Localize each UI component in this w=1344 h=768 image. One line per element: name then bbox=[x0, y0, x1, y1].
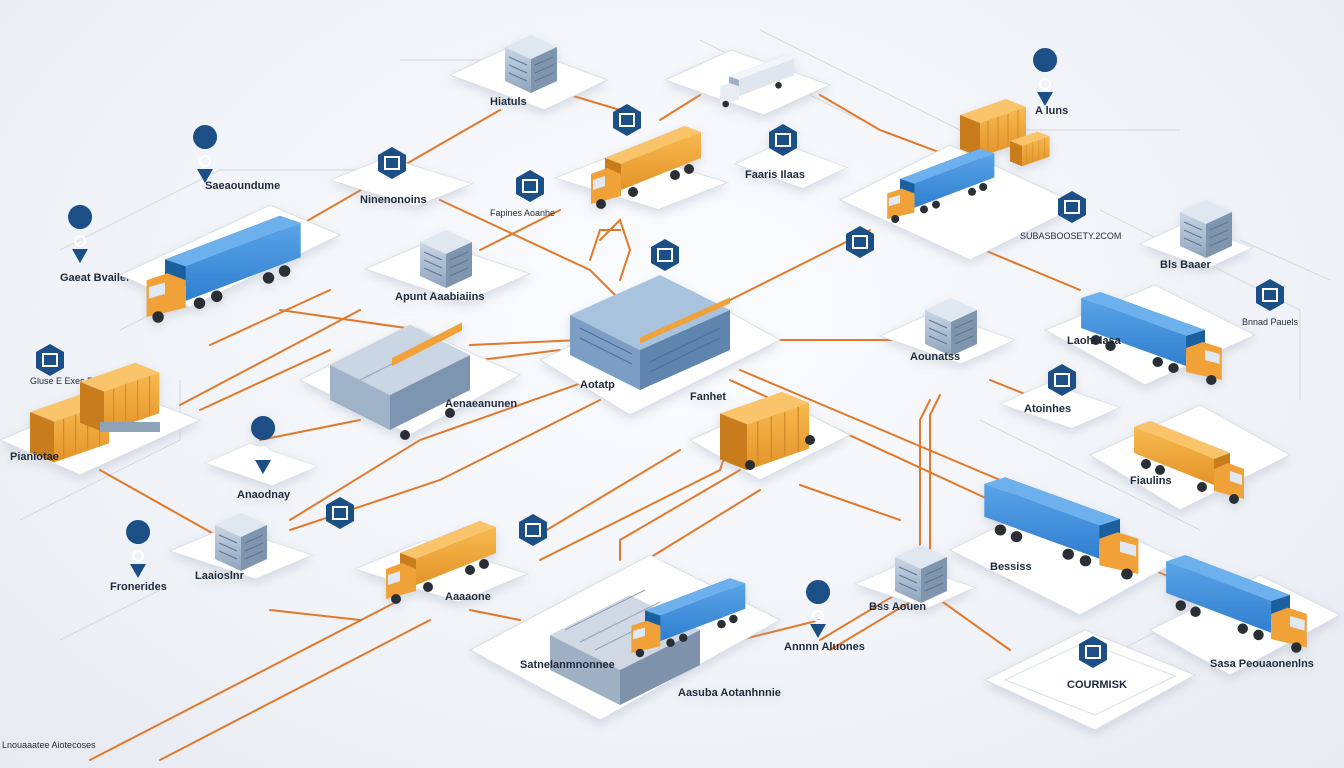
svg-text:Laaioslnr: Laaioslnr bbox=[195, 570, 245, 582]
svg-text:COURMISK: COURMISK bbox=[1067, 679, 1127, 691]
svg-text:Anaodnay: Anaodnay bbox=[237, 489, 291, 501]
location-pin-icon bbox=[1032, 47, 1059, 107]
node-left-server-bottom[interactable]: Laaioslnr bbox=[169, 512, 313, 582]
footer-text: Lnouaaatee Aiotecoses bbox=[2, 740, 96, 750]
node-truck-mid-top[interactable] bbox=[554, 126, 729, 211]
svg-text:A luns: A luns bbox=[1035, 105, 1068, 117]
svg-text:Annnn Aluones: Annnn Aluones bbox=[784, 641, 865, 653]
svg-text:Fanhet: Fanhet bbox=[690, 391, 726, 403]
node-left-money[interactable]: Gaeat Bvailer bbox=[60, 204, 131, 284]
svg-text:Aaaaone: Aaaaone bbox=[445, 591, 491, 603]
node-right-server-mid[interactable]: Aounatss bbox=[879, 297, 1016, 365]
node-top-server[interactable]: Hiatuls bbox=[449, 34, 609, 111]
svg-text:Aotatp: Aotatp bbox=[580, 379, 615, 391]
node-right-truck-group-label: SUBASBOOSETY.2COM bbox=[1020, 190, 1121, 241]
network-connections bbox=[89, 94, 1201, 761]
node-warehouse-bottom[interactable]: Satnelanmnonnee Aasuba Aotanhnnie bbox=[468, 554, 782, 721]
badge-left-mid[interactable] bbox=[325, 496, 355, 530]
svg-text:Ninenonoins: Ninenonoins bbox=[360, 194, 427, 206]
node-left-top-icon[interactable]: Saeaoundume bbox=[192, 124, 280, 192]
svg-text:Fapines Aoanhe: Fapines Aoanhe bbox=[490, 208, 555, 218]
node-server-cluster-center[interactable]: Apunt Aaabiaiins bbox=[364, 229, 531, 303]
svg-text:Bls Baaer: Bls Baaer bbox=[1160, 259, 1211, 271]
node-left-cloud[interactable]: Anaodnay bbox=[204, 415, 318, 501]
badge-center-mid[interactable] bbox=[518, 513, 548, 547]
document-icon bbox=[1255, 278, 1285, 312]
svg-text:Bss Aouen: Bss Aouen bbox=[869, 601, 926, 613]
svg-text:Bessiss: Bessiss bbox=[990, 561, 1032, 573]
svg-text:Atoinhes: Atoinhes bbox=[1024, 403, 1071, 415]
node-truck-bottom-center[interactable]: Aaaaone bbox=[354, 521, 529, 604]
node-right-truck-big[interactable]: Bessiss bbox=[948, 477, 1182, 616]
svg-text:Apunt Aaabiaiins: Apunt Aaabiaiins bbox=[395, 291, 484, 303]
label-top-server: Hiatuls bbox=[490, 96, 527, 108]
node-left-blue-truck[interactable] bbox=[118, 204, 342, 323]
node-truck-mid-top-label: Fapines Aoanhe bbox=[490, 169, 555, 218]
svg-text:Laohelasa: Laohelasa bbox=[1067, 335, 1122, 347]
svg-text:Aounatss: Aounatss bbox=[910, 351, 960, 363]
badge-center-top[interactable] bbox=[650, 238, 680, 272]
node-bottom-right-icon[interactable]: COURMISK bbox=[983, 629, 1197, 731]
svg-text:Bnnad Pauels: Bnnad Pauels bbox=[1242, 317, 1299, 327]
node-right-truck-blue[interactable]: Laohelasa bbox=[1043, 284, 1257, 386]
location-pin-icon bbox=[805, 579, 832, 639]
node-hub[interactable]: Aotatp Fanhet bbox=[538, 275, 782, 416]
node-left-money-bottom[interactable]: Fronerides bbox=[110, 519, 167, 593]
node-truck-top-center[interactable]: Faaris Ilaas bbox=[734, 123, 848, 189]
svg-text:Fronerides: Fronerides bbox=[110, 581, 167, 593]
svg-text:SUBASBOOSETY.2COM: SUBASBOOSETY.2COM bbox=[1020, 231, 1121, 241]
svg-text:Aasuba Aotanhnnie: Aasuba Aotanhnnie bbox=[678, 687, 781, 699]
node-right-doc-icon[interactable]: Bnnad Pauels bbox=[1242, 278, 1299, 327]
dollar-pin-icon bbox=[125, 519, 152, 579]
node-right-icon-mid[interactable]: Atoinhes bbox=[999, 363, 1121, 429]
svg-text:Gaeat Bvailer: Gaeat Bvailer bbox=[60, 272, 131, 284]
svg-text:Pianiotae: Pianiotae bbox=[10, 451, 59, 463]
node-container-center[interactable] bbox=[688, 391, 852, 481]
svg-text:Fiaulins: Fiaulins bbox=[1130, 475, 1172, 487]
svg-text:Faaris Ilaas: Faaris Ilaas bbox=[745, 169, 805, 181]
svg-text:Satnelanmnonnee: Satnelanmnonnee bbox=[520, 659, 615, 671]
svg-text:Saeaoundume: Saeaoundume bbox=[205, 180, 280, 192]
node-right-truck-orange[interactable]: Fiaulins bbox=[1088, 404, 1292, 511]
node-bottom-right-truck[interactable]: Sasa Peouaonenlns bbox=[1148, 555, 1342, 676]
node-server-icon-top[interactable]: Ninenonoins bbox=[329, 146, 473, 207]
node-top-right-icon[interactable]: A luns bbox=[1032, 47, 1068, 117]
svg-text:Aenaeanunen: Aenaeanunen bbox=[445, 398, 517, 410]
node-bottom-icon[interactable]: Annnn Aluones bbox=[784, 579, 865, 653]
location-pin-icon bbox=[192, 124, 219, 184]
svg-text:Sasa Peouaonenlns: Sasa Peouaonenlns bbox=[1210, 658, 1314, 670]
node-bottom-server[interactable]: Bss Aouen bbox=[854, 544, 976, 613]
node-top-truck[interactable] bbox=[664, 49, 831, 116]
dollar-pin-icon bbox=[67, 204, 94, 264]
node-warehouse-center[interactable]: Aenaeanunen bbox=[298, 322, 522, 440]
node-left-containers[interactable]: Pianiotae bbox=[0, 362, 202, 476]
node-right-server-small[interactable]: Bls Baaer bbox=[1139, 199, 1253, 271]
